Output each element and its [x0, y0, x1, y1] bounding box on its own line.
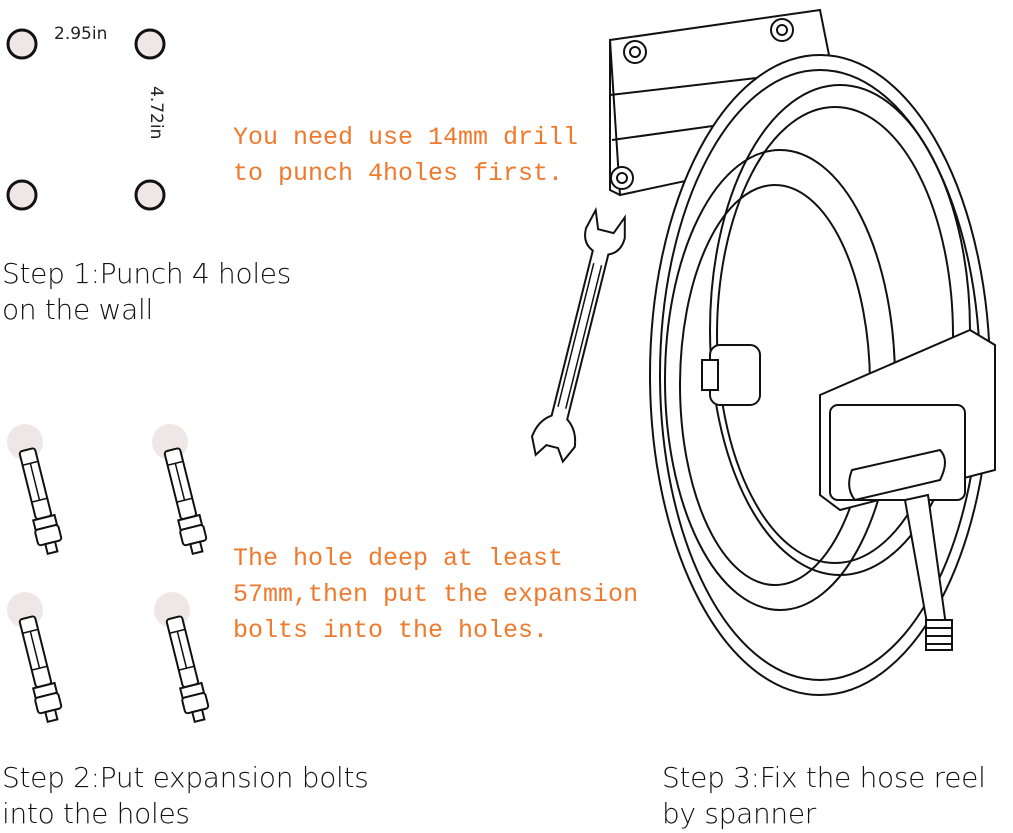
drill-hole-icon [6, 28, 38, 60]
drill-note-line: to punch 4holes first. [233, 159, 564, 188]
depth-note-line: 57mm,then put the expansion [233, 580, 639, 609]
height-dimension: 4.72in [146, 86, 166, 140]
step-3-caption: Step 3:Fix the hose reel by spanner [662, 760, 986, 832]
expansion-bolt-icon [153, 591, 213, 725]
drill-note: You need use 14mm drill to punch 4holes … [233, 120, 578, 192]
step-1-caption: Step 1:Punch 4 holes on the wall [2, 256, 291, 328]
step-1-line: Step 1:Punch 4 holes [2, 257, 292, 290]
drill-note-line: You need use 14mm drill [233, 123, 579, 152]
depth-note: The hole deep at least 57mm,then put the… [233, 541, 638, 649]
width-dimension: 2.95in [54, 24, 108, 44]
step-2-caption: Step 2:Put expansion bolts into the hole… [2, 760, 369, 832]
expansion-bolt-icon [6, 423, 66, 557]
expansion-bolt-icon [151, 423, 211, 557]
hole-pattern [6, 28, 166, 211]
step-2-line: Step 2:Put expansion bolts [2, 761, 369, 794]
expansion-bolts [6, 423, 213, 725]
drill-hole-icon [134, 28, 166, 60]
expansion-bolt-icon [6, 591, 66, 725]
step-3-line: Step 3:Fix the hose reel [662, 761, 986, 794]
step-1-line: on the wall [2, 293, 153, 326]
step-2-line: into the holes [2, 797, 190, 830]
depth-note-line: The hole deep at least [233, 544, 564, 573]
drill-hole-icon [6, 179, 38, 211]
spanner-icon [531, 206, 626, 464]
depth-note-line: bolts into the holes. [233, 616, 549, 645]
step-3-line: by spanner [662, 797, 816, 830]
drill-hole-icon [134, 179, 166, 211]
hose-reel-icon [608, 8, 996, 696]
